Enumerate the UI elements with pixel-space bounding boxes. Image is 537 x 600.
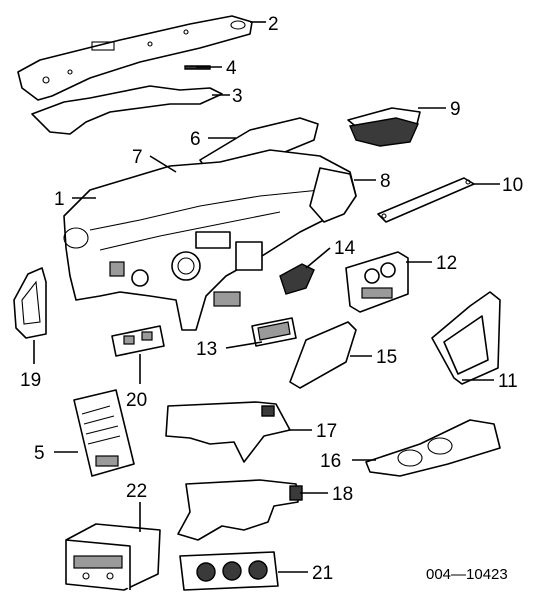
callout-labels: 2 4 3 6 7 8 9 10 1 12 14 13 15 11 19 20 …	[20, 14, 523, 584]
part-3-silencer-pad	[31, 85, 223, 135]
part-11-cluster-bezel	[431, 291, 501, 385]
part-9-glove-box	[347, 107, 421, 147]
callout-20: 20	[126, 390, 147, 411]
part-19-end-cap	[13, 267, 47, 339]
part-8-right-end-panel	[309, 167, 357, 223]
callout-18: 18	[332, 484, 353, 505]
callout-13: 13	[196, 339, 217, 360]
part-13-bezel	[251, 317, 297, 347]
callout-2: 2	[268, 14, 279, 35]
leader-lines	[33, 21, 500, 573]
callout-17: 17	[316, 421, 337, 442]
part-16-lower-panel	[365, 419, 501, 477]
part-21-climate-control	[179, 551, 279, 591]
callout-9: 9	[450, 99, 461, 120]
callout-16: 16	[320, 451, 341, 472]
callout-7: 7	[132, 147, 143, 168]
part-10-trim-strip	[377, 177, 475, 223]
callout-1: 1	[54, 189, 65, 210]
part-2-top-cover	[17, 15, 253, 101]
part-1-instrument-panel	[63, 149, 357, 331]
callout-8: 8	[380, 171, 391, 192]
part-22-radio	[65, 523, 161, 591]
part-15-knee-bolster	[289, 321, 357, 389]
callout-10: 10	[502, 175, 523, 196]
part-18-column-cover	[177, 479, 303, 541]
callout-22: 22	[126, 481, 147, 502]
reference-number: 004—10423	[426, 566, 508, 583]
callout-6: 6	[190, 129, 201, 150]
callout-4: 4	[226, 58, 237, 79]
callout-14: 14	[334, 238, 356, 259]
callout-21: 21	[312, 563, 333, 584]
part-17-lower-support	[165, 401, 291, 463]
part-14-switch	[279, 263, 315, 295]
part-5-fuse-label	[73, 389, 135, 477]
callout-5: 5	[34, 443, 45, 464]
callout-12: 12	[436, 253, 457, 274]
callout-19: 19	[20, 370, 41, 391]
callout-15: 15	[376, 347, 397, 368]
part-12-vent-bezel	[345, 251, 409, 313]
part-20-switch-bezel	[111, 325, 165, 357]
callout-3: 3	[232, 86, 243, 107]
callout-11: 11	[498, 371, 518, 392]
